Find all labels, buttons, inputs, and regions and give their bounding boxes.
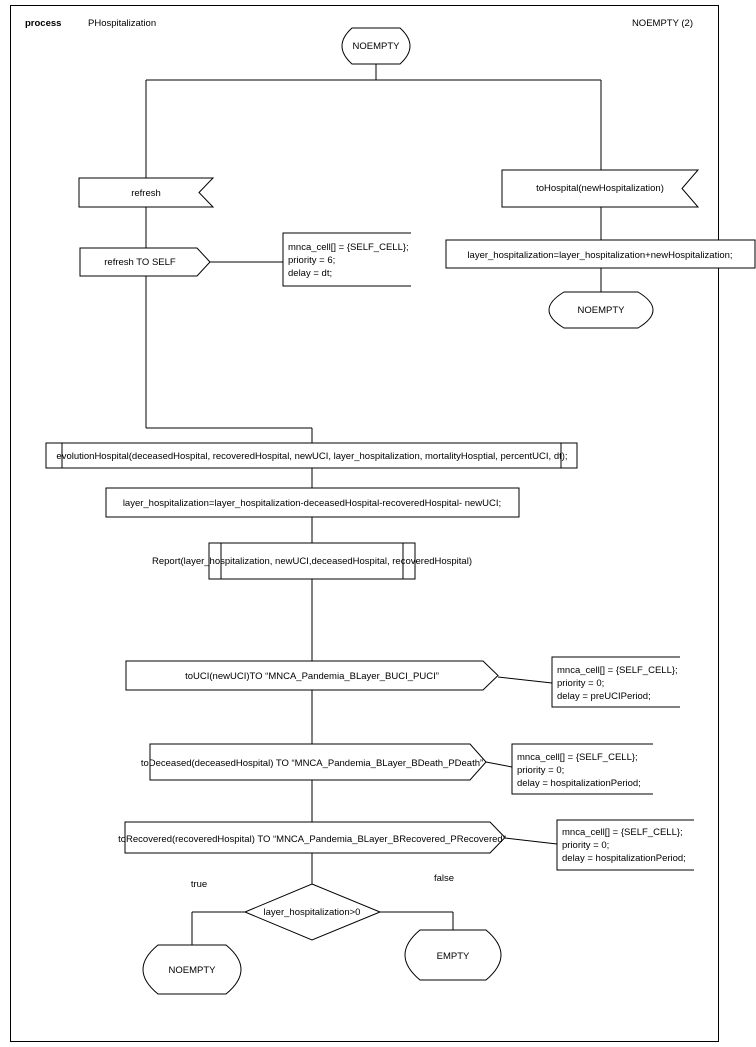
input-refresh-label: refresh xyxy=(131,188,161,199)
output-to-recovered[interactable]: toRecovered(recoveredHospital) TO “MNCA_… xyxy=(118,821,506,854)
output-refresh-to-self-label: refresh TO SELF xyxy=(104,257,176,268)
start-state-label: NOEMPTY xyxy=(353,41,401,52)
task-sub-hospitalization[interactable]: layer_hospitalization=layer_hospitalizat… xyxy=(105,487,520,518)
process-name: PHospitalization xyxy=(88,18,156,29)
true-next-state[interactable]: NOEMPTY xyxy=(142,944,242,995)
comment-line: priority = 0; xyxy=(562,840,609,851)
comment-line: priority = 0; xyxy=(557,678,604,689)
comment-line: delay = hospitalizationPeriod; xyxy=(562,853,686,864)
comment-line: delay = preUCIPeriod; xyxy=(557,691,651,702)
output-to-deceased-label: toDeceased(deceasedHospital) TO “MNCA_Pa… xyxy=(141,758,483,769)
task-add-hospitalization-label: layer_hospitalization=layer_hospitalizat… xyxy=(467,250,732,261)
procedure-report[interactable]: Report(layer_hospitalization, newUCI,dec… xyxy=(152,542,472,580)
comment-uci: mnca_cell[] = {SELF_CELL}; priority = 0;… xyxy=(551,656,680,708)
false-next-state[interactable]: EMPTY xyxy=(404,929,502,981)
process-keyword: process xyxy=(25,18,61,29)
comment-line: mnca_cell[] = {SELF_CELL}; xyxy=(517,752,638,763)
comment-refresh: mnca_cell[] = {SELF_CELL}; priority = 6;… xyxy=(282,232,411,287)
page-reference: NOEMPTY (2) xyxy=(632,18,693,29)
output-to-recovered-label: toRecovered(recoveredHospital) TO “MNCA_… xyxy=(118,834,506,845)
input-to-hospital-label: toHospital(newHospitalization) xyxy=(536,183,664,194)
comment-line: mnca_cell[] = {SELF_CELL}; xyxy=(562,827,683,838)
output-to-uci[interactable]: toUCI(newUCI)TO “MNCA_Pandemia_BLayer_BU… xyxy=(125,660,499,691)
task-sub-hospitalization-label: layer_hospitalization=layer_hospitalizat… xyxy=(123,498,501,509)
comment-line: delay = dt; xyxy=(288,268,332,279)
output-refresh-to-self[interactable]: refresh TO SELF xyxy=(79,247,211,277)
start-state[interactable]: NOEMPTY xyxy=(341,27,411,65)
comment-line: priority = 6; xyxy=(288,255,335,266)
output-to-uci-label: toUCI(newUCI)TO “MNCA_Pandemia_BLayer_BU… xyxy=(185,671,439,682)
comment-recovered: mnca_cell[] = {SELF_CELL}; priority = 0;… xyxy=(556,819,694,871)
right-next-state[interactable]: NOEMPTY xyxy=(548,291,654,329)
input-refresh[interactable]: refresh xyxy=(78,177,215,208)
task-add-hospitalization[interactable]: layer_hospitalization=layer_hospitalizat… xyxy=(445,239,756,269)
decision-layer-hospitalization[interactable]: layer_hospitalization>0 xyxy=(243,883,382,941)
decision-question: layer_hospitalization>0 xyxy=(264,907,361,918)
true-next-state-label: NOEMPTY xyxy=(169,965,217,976)
comment-line: mnca_cell[] = {SELF_CELL}; xyxy=(557,665,678,676)
comment-connectors xyxy=(210,261,558,845)
comment-line: priority = 0; xyxy=(517,765,564,776)
procedure-report-label: Report(layer_hospitalization, newUCI,dec… xyxy=(152,556,472,567)
procedure-evolution-hospital-label: evolutionHospital(deceasedHospital, reco… xyxy=(56,451,567,462)
comment-line: mnca_cell[] = {SELF_CELL}; xyxy=(288,242,409,253)
comment-line: delay = hospitalizationPeriod; xyxy=(517,778,641,789)
comment-deceased: mnca_cell[] = {SELF_CELL}; priority = 0;… xyxy=(511,743,653,795)
decision-true-label: true xyxy=(191,879,207,890)
decision-false-label: false xyxy=(434,873,454,884)
flow-lines xyxy=(145,64,602,945)
output-to-deceased[interactable]: toDeceased(deceasedHospital) TO “MNCA_Pa… xyxy=(141,743,487,781)
false-next-state-label: EMPTY xyxy=(437,951,470,962)
input-to-hospital[interactable]: toHospital(newHospitalization) xyxy=(501,169,700,208)
procedure-evolution-hospital[interactable]: evolutionHospital(deceasedHospital, reco… xyxy=(45,442,578,469)
page-frame xyxy=(10,5,719,1042)
right-next-state-label: NOEMPTY xyxy=(578,305,626,316)
